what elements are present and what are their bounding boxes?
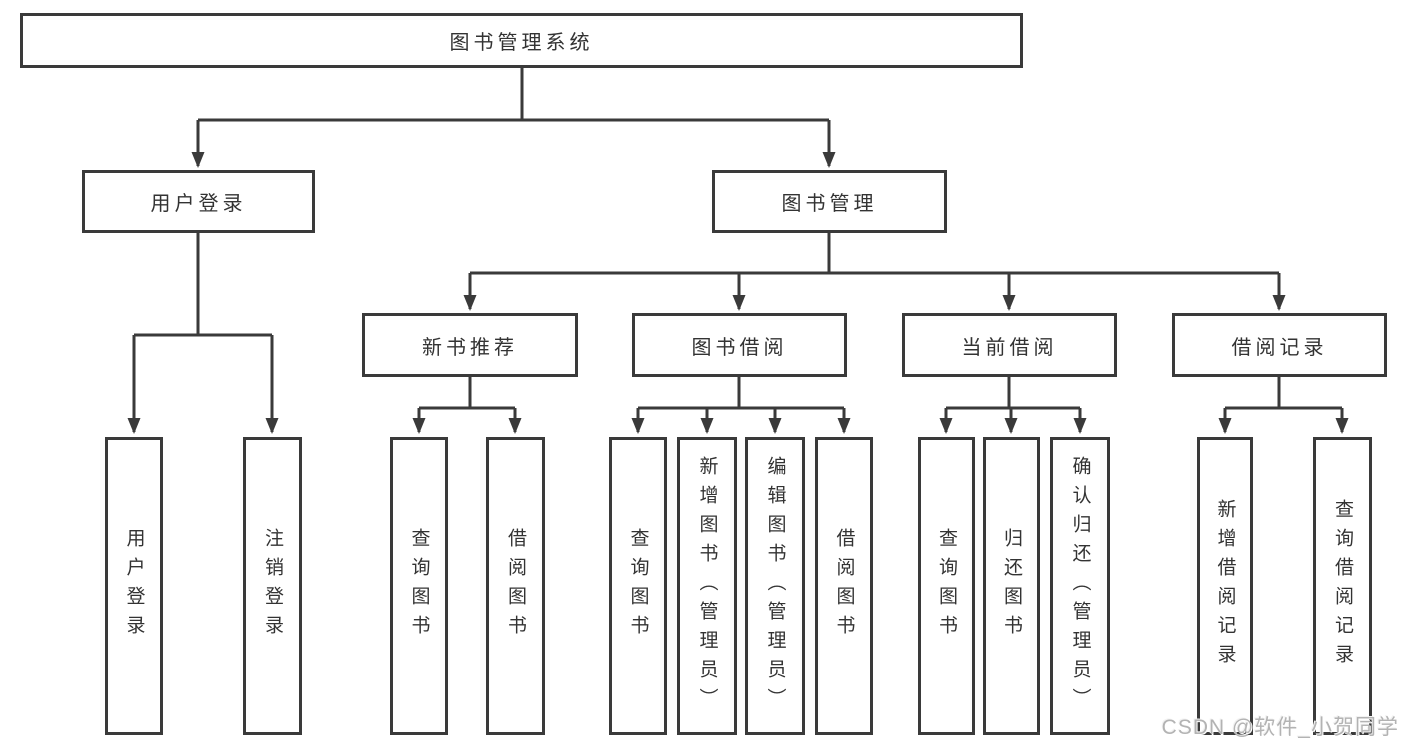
leaf-borrow-book-label: 借阅图书 xyxy=(833,528,855,644)
leaf-logout-label: 注销登录 xyxy=(262,528,283,644)
leaf-user-login: 用户登录 xyxy=(105,437,163,735)
node-book-management: 图书管理 xyxy=(712,170,947,233)
leaf-edit-book-admin-label: 编辑图书（管理员） xyxy=(764,455,786,717)
leaf-add-book-admin: 新增图书（管理员） xyxy=(677,437,737,735)
node-borrow-record: 借阅记录 xyxy=(1172,313,1387,377)
leaf-current-query-book-label: 查询图书 xyxy=(936,528,957,644)
leaf-query-borrow-record-label: 查询借阅记录 xyxy=(1332,499,1353,673)
leaf-return-book: 归还图书 xyxy=(983,437,1040,735)
leaf-recommend-borrow-book-label: 借阅图书 xyxy=(505,528,526,644)
node-new-book-recommend-label: 新书推荐 xyxy=(422,336,518,359)
node-root: 图书管理系统 xyxy=(20,13,1023,68)
leaf-edit-book-admin: 编辑图书（管理员） xyxy=(745,437,805,735)
leaf-add-borrow-record-label: 新增借阅记录 xyxy=(1214,499,1236,673)
leaf-recommend-query-book: 查询图书 xyxy=(390,437,448,735)
node-new-book-recommend: 新书推荐 xyxy=(362,313,578,377)
leaf-recommend-borrow-book: 借阅图书 xyxy=(486,437,545,735)
leaf-borrow-query-book-label: 查询图书 xyxy=(627,528,649,644)
leaf-recommend-query-book-label: 查询图书 xyxy=(408,528,430,644)
leaf-query-borrow-record: 查询借阅记录 xyxy=(1313,437,1372,735)
leaf-add-borrow-record: 新增借阅记录 xyxy=(1197,437,1253,735)
node-user-login-label: 用户登录 xyxy=(150,193,247,215)
leaf-logout: 注销登录 xyxy=(243,437,302,735)
leaf-user-login-label: 用户登录 xyxy=(123,528,145,644)
leaf-borrow-query-book: 查询图书 xyxy=(609,437,667,735)
leaf-add-book-admin-label: 新增图书（管理员） xyxy=(696,455,718,717)
node-current-borrow-label: 当前借阅 xyxy=(961,336,1058,359)
node-borrow-record-label: 借阅记录 xyxy=(1231,336,1328,359)
node-book-borrow-label: 图书借阅 xyxy=(691,336,788,359)
leaf-confirm-return-admin: 确认归还（管理员） xyxy=(1050,437,1110,735)
leaf-borrow-book: 借阅图书 xyxy=(815,437,873,735)
leaf-current-query-book: 查询图书 xyxy=(918,437,975,735)
node-root-label: 图书管理系统 xyxy=(449,32,594,54)
leaf-return-book-label: 归还图书 xyxy=(1001,528,1022,644)
node-book-borrow: 图书借阅 xyxy=(632,313,847,377)
leaf-confirm-return-admin-label: 确认归还（管理员） xyxy=(1069,455,1091,717)
node-book-management-label: 图书管理 xyxy=(781,193,878,215)
node-current-borrow: 当前借阅 xyxy=(902,313,1117,377)
arrowheads xyxy=(127,152,1349,434)
node-user-login: 用户登录 xyxy=(82,170,315,233)
